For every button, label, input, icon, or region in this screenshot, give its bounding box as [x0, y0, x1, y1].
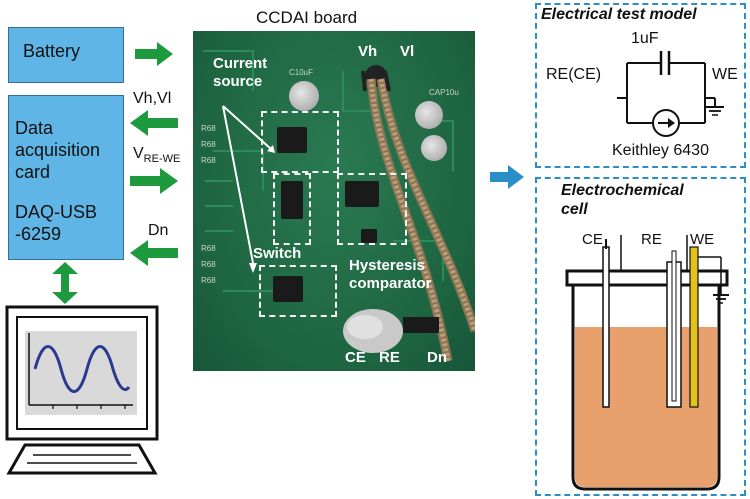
switch-label: Switch — [253, 245, 302, 262]
electrochemical-cell-drawing — [565, 235, 729, 491]
v-re-we-subscript: RE-WE — [143, 153, 181, 166]
chip-mcp654 — [345, 181, 379, 207]
chip-switch-top — [281, 181, 303, 219]
current-source-label-1: Current — [213, 55, 268, 72]
sine-wave — [33, 345, 131, 393]
we-label-model: WE — [712, 66, 738, 83]
battery-box: Battery — [8, 27, 124, 83]
battery-label: Battery — [23, 41, 81, 61]
capacitor-2 — [415, 101, 443, 129]
hysteresis-label-1: Hysteresis — [349, 257, 425, 274]
electrochemical-cell-box — [535, 177, 746, 496]
svg-text:R68: R68 — [201, 140, 216, 149]
svg-text:R68: R68 — [201, 276, 216, 285]
board-dn-label: Dn — [427, 349, 447, 366]
capacitor-3 — [421, 135, 447, 161]
v-re-we-arrow — [130, 168, 178, 194]
v-re-we-signal-label: VRE-WE — [133, 145, 181, 166]
capacitor-1 — [289, 81, 319, 111]
switch-outline-bottom — [259, 265, 337, 317]
chip-switch-bottom — [273, 276, 303, 302]
computer-monitor-icon — [5, 305, 159, 475]
cell-title-line-1: Electrochemical — [561, 182, 684, 199]
hysteresis-outline — [337, 173, 407, 245]
battery-to-board-arrow — [135, 42, 173, 66]
daq-label-line-2: acquisition — [15, 140, 101, 160]
daq-card-box: Data acquisition card DAQ-USB -6259 — [8, 95, 124, 260]
svg-text:R68: R68 — [201, 124, 216, 133]
re-ce-label: RE(CE) — [546, 66, 602, 83]
dn-arrow — [130, 240, 178, 266]
daq-model-line-1: DAQ-USB — [15, 202, 98, 222]
board-re-label: RE — [379, 349, 400, 366]
current-source-label-2: source — [213, 73, 263, 90]
cell-re-label: RE — [641, 231, 662, 248]
daq-label-line-3: card — [15, 162, 51, 182]
vh-vl-signal-label: Vh,Vl — [133, 90, 172, 107]
chip-current-source — [277, 127, 307, 153]
electrical-model-circuit — [617, 51, 724, 137]
daq-model-line-2: -6259 — [15, 224, 62, 244]
switch-outline-top — [273, 173, 311, 245]
board-to-load-arrow — [490, 165, 524, 189]
current-source-outline — [261, 111, 339, 173]
cell-we-label: WE — [690, 231, 715, 248]
svg-text:C10uF: C10uF — [289, 68, 313, 77]
svg-text:R68: R68 — [201, 244, 216, 253]
cell-ce-label: CE — [582, 231, 603, 248]
capacitor-value-label: 1uF — [631, 30, 659, 47]
electrical-test-model-box — [535, 3, 746, 168]
svg-text:R68: R68 — [201, 260, 216, 269]
board-title: CCDAI board — [256, 8, 358, 27]
vh-vl-arrow — [130, 110, 178, 136]
vl-terminal-label: Vl — [400, 43, 415, 60]
coax-cables — [222, 65, 475, 362]
cell-title-line-2: cell — [561, 201, 588, 218]
svg-text:R68: R68 — [201, 156, 216, 165]
dn-signal-label: Dn — [148, 222, 169, 239]
svg-text:CAP10u: CAP10u — [429, 88, 459, 97]
electrical-model-title: Electrical test model — [541, 6, 697, 23]
keithley-label: Keithley 6430 — [612, 142, 709, 159]
hysteresis-label-2: comparator — [349, 275, 432, 292]
daq-computer-double-arrow — [52, 262, 78, 304]
board-ce-label: CE — [345, 349, 366, 366]
vh-terminal-label: Vh — [358, 43, 378, 60]
daq-label-line-1: Data — [15, 118, 54, 138]
chip-small — [361, 229, 377, 243]
